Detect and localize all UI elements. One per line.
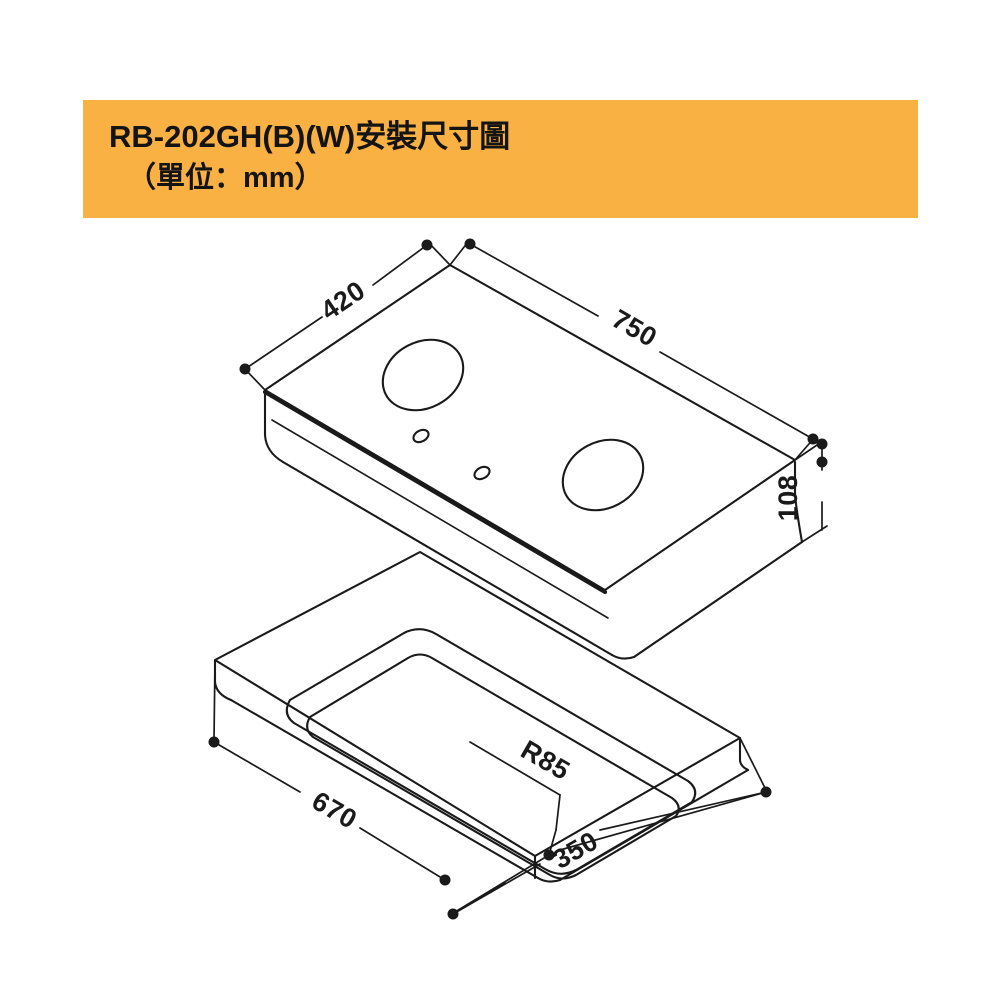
- dimension-label-420: 420: [315, 275, 370, 326]
- dim-dot: [816, 456, 828, 468]
- dimension-label-750: 750: [607, 304, 662, 353]
- countertop-top-face: [213, 550, 742, 858]
- cooktop-front-edge-highlight: [262, 389, 608, 595]
- burner-ring-front: [561, 438, 645, 512]
- dim-dot: [464, 238, 476, 250]
- cutout-diagram: R85 670 350: [208, 550, 772, 920]
- cutout-opening-outer: [285, 628, 697, 875]
- dim-dot: [439, 874, 451, 886]
- dim-dot: [807, 433, 819, 445]
- dim-dot: [816, 438, 828, 450]
- cooktop-body: [263, 391, 804, 660]
- technical-drawing-area: 420 750 108: [0, 230, 1000, 970]
- dimension-label-108: 108: [773, 475, 803, 522]
- dim-dot: [208, 736, 220, 748]
- knob-hole-lower: [473, 465, 491, 481]
- dimension-label-670: 670: [307, 786, 362, 835]
- dimension-108: 108: [773, 438, 828, 543]
- burner-ring-rear: [381, 338, 465, 412]
- dim-dot: [760, 786, 772, 798]
- dim-dot: [239, 363, 251, 375]
- dimension-label-R85: R85: [516, 734, 575, 785]
- cutout-opening-inner: [306, 653, 680, 880]
- page-title-line-1: RB-202GH(B)(W)安裝尺寸圖: [109, 119, 511, 154]
- dim-dot: [421, 239, 433, 251]
- dim-dot: [447, 908, 459, 920]
- dimension-420: 420: [239, 239, 451, 391]
- dimension-750: 750: [449, 238, 819, 461]
- page-title-line-2: （單位：mm）: [127, 162, 324, 194]
- knob-hole-upper: [412, 428, 430, 444]
- dimension-350: 350: [447, 737, 772, 920]
- countertop-thickness: [213, 659, 750, 883]
- cooktop-diagram: 420 750 108: [239, 238, 828, 660]
- dimension-670: 670: [208, 659, 451, 886]
- dimension-label-350: 350: [548, 826, 603, 875]
- title-banner: RB-202GH(B)(W)安裝尺寸圖 （單位：mm）: [83, 100, 918, 218]
